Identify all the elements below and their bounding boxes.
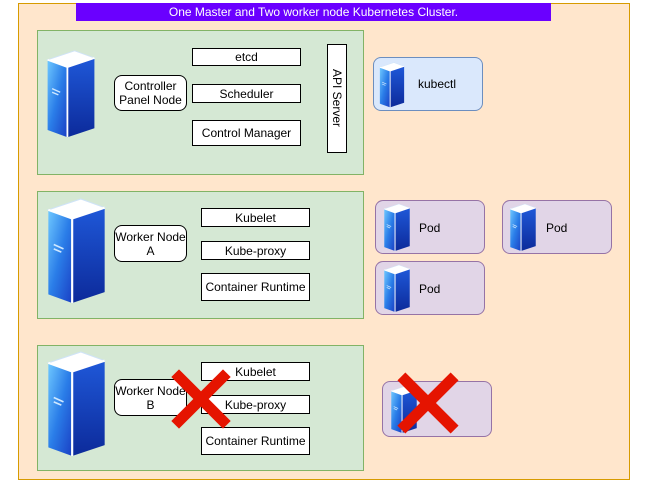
controller-panel-node-label: Controller Panel Node [114,75,187,111]
worker-node-b-label: Worker Node B [114,379,187,416]
pod-a3-label: Pod [419,282,441,296]
worker-b-server-icon [44,349,109,459]
scheduler-component: Scheduler [192,84,301,103]
diagram-title: One Master and Two worker node Kubernete… [76,3,551,21]
pod-a1-server-icon [382,203,412,252]
worker-a-kube-proxy: Kube-proxy [201,241,310,260]
pod-a2-server-icon [508,203,538,252]
pod-a2-label: Pod [546,221,568,235]
kubectl-server-icon [378,61,406,109]
control-manager-component: Control Manager [192,120,301,146]
worker-a-kubelet: Kubelet [201,208,310,227]
master-server-icon [44,42,98,146]
pod-a1-label: Pod [419,221,441,235]
pod-a3-server-icon [382,264,412,313]
worker-node-a-label: Worker Node A [114,225,187,262]
worker-a-server-icon [44,196,109,306]
kubectl-label: kubectl [418,77,457,91]
etcd-component: etcd [192,48,301,66]
worker-b-kube-proxy: Kube-proxy [201,395,310,414]
api-server-label: API Server [330,69,344,128]
worker-b-red-x-icon [163,365,239,433]
worker-b-container-runtime: Container Runtime [201,427,310,455]
pod-b1-red-x-icon [393,368,463,438]
worker-a-container-runtime: Container Runtime [201,273,310,301]
api-server-component: API Server [327,44,347,153]
